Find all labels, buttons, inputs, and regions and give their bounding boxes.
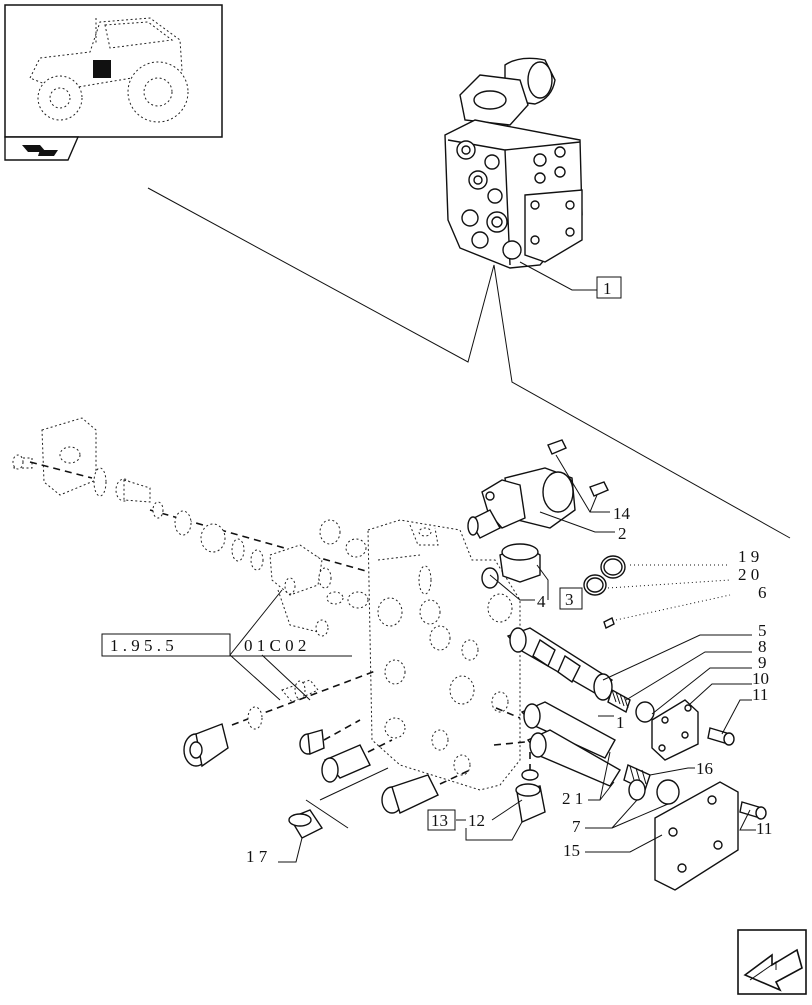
callout-6[interactable]: 6: [615, 583, 767, 621]
callout-21-label: 2 1: [562, 789, 583, 808]
reference-box[interactable]: 1 . 9 5 . 5 0 1 C 0 2: [101, 589, 352, 701]
callout-1-label: 1: [603, 279, 612, 298]
tractor-thumbnail[interactable]: [4, 4, 223, 138]
callout-1b-label: 1: [616, 713, 625, 732]
callout-2[interactable]: 2: [539, 511, 627, 543]
callout-15[interactable]: 15: [563, 834, 663, 860]
valve-assembly: [444, 57, 583, 269]
callout-9[interactable]: 9: [651, 653, 767, 715]
callout-16-label: 16: [696, 759, 713, 778]
tractor-outline: [29, 17, 189, 123]
callout-10[interactable]: 10: [689, 669, 769, 705]
callout-13-12[interactable]: 13 12: [427, 799, 523, 841]
callout-21[interactable]: 2 1: [562, 751, 615, 808]
callout-11-top-label: 11: [752, 685, 768, 704]
reference-right-label: 0 1 C 0 2: [244, 636, 306, 655]
callout-6-label: 6: [758, 583, 767, 602]
callout-10-label: 10: [752, 669, 769, 688]
location-marker: [93, 60, 111, 78]
callout-15-label: 15: [563, 841, 580, 860]
next-page-arrow-icon[interactable]: [737, 929, 807, 995]
callout-14-label: 14: [613, 504, 631, 523]
callout-19-label: 1 9: [738, 547, 759, 566]
callout-3-label: 3: [565, 590, 574, 609]
callout-7-label: 7: [572, 817, 581, 836]
callout-14[interactable]: 14: [555, 454, 631, 523]
callout-16[interactable]: 16: [649, 759, 713, 778]
callout-9-label: 9: [758, 653, 767, 672]
projection-lines: [147, 187, 791, 539]
callout-4-3[interactable]: 4 3: [489, 564, 583, 611]
callout-11-bottom-label: 11: [756, 819, 772, 838]
callout-12-label: 12: [468, 811, 485, 830]
solenoid-and-spools: [467, 439, 767, 891]
callout-19[interactable]: 1 9: [630, 547, 759, 566]
callout-7[interactable]: 7: [572, 799, 669, 836]
callout-8-label: 8: [758, 637, 767, 656]
callout-17[interactable]: 1 7: [246, 837, 303, 866]
callout-5[interactable]: 5: [602, 621, 767, 681]
callout-1[interactable]: 1: [519, 261, 622, 299]
nav-tab-icon[interactable]: [4, 136, 80, 161]
callout-11-top[interactable]: 11: [721, 685, 768, 735]
callout-8[interactable]: 8: [625, 637, 767, 701]
callout-1-small[interactable]: 1: [598, 713, 625, 732]
callout-2-label: 2: [618, 524, 627, 543]
left-dashed-components: [12, 417, 521, 791]
callout-5-label: 5: [758, 621, 767, 640]
callout-20[interactable]: 2 0: [607, 565, 759, 589]
reference-left-label: 1 . 9 5 . 5: [110, 636, 174, 655]
callout-13-label: 13: [431, 811, 448, 830]
callout-17-label: 1 7: [246, 847, 268, 866]
callout-11-bottom[interactable]: 11: [739, 809, 772, 838]
callout-20-label: 2 0: [738, 565, 759, 584]
lower-left-fittings: [183, 719, 471, 839]
callout-4-label: 4: [537, 592, 546, 611]
